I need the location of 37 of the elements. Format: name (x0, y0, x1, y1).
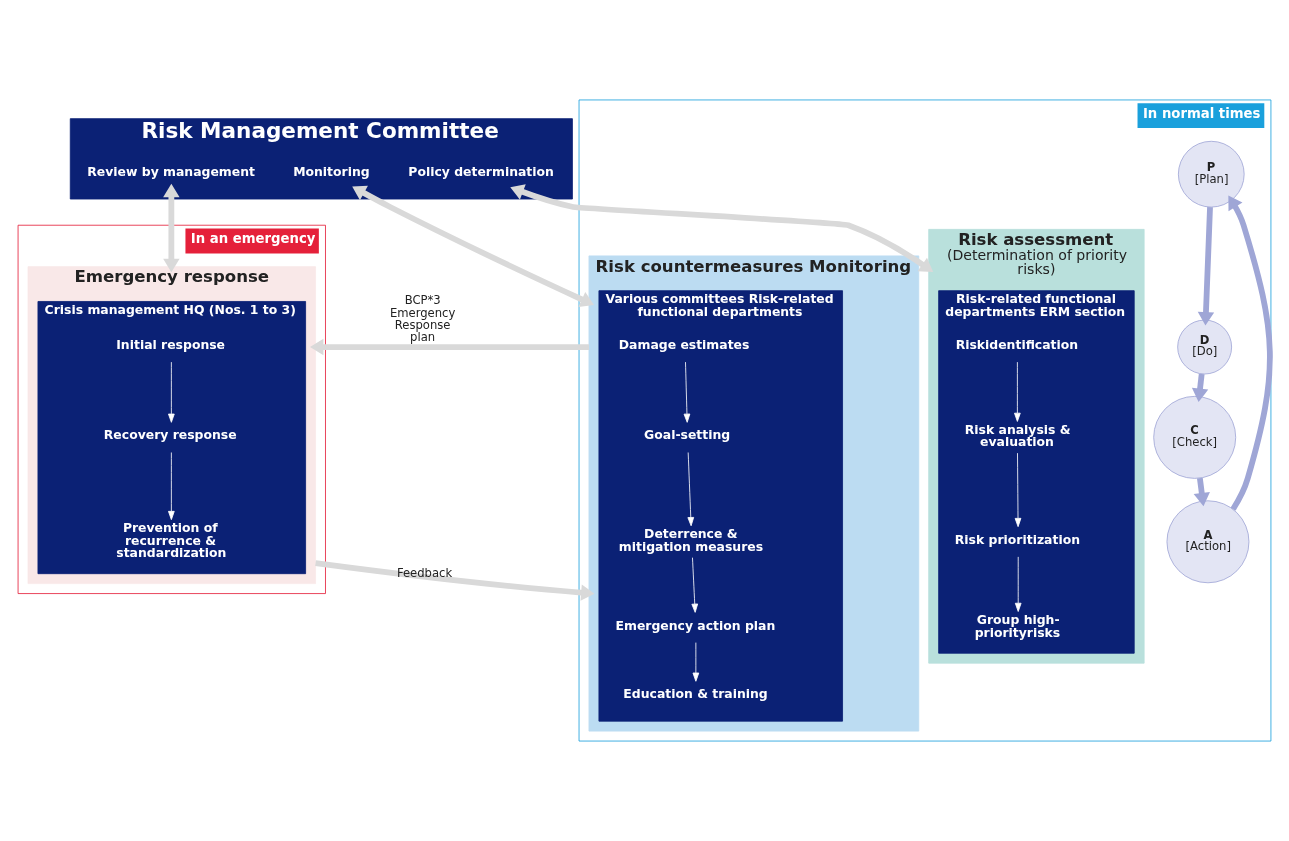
node-text: Risk prioritization (954, 531, 1081, 547)
node-text: Damage estimates (618, 337, 750, 353)
arrow (683, 361, 691, 423)
edge-label: BCP*3 Emergency Response plan (389, 293, 456, 345)
node-circle: P [Plan] (1177, 140, 1245, 208)
arrow (692, 642, 700, 682)
node-text: Group high-priorityrisks (974, 612, 1061, 640)
arrow (315, 560, 595, 601)
arrow (1014, 452, 1022, 528)
arrow (1197, 207, 1215, 326)
node-text: Monitoring (293, 164, 370, 180)
node-text: Riskidentification (955, 337, 1079, 353)
node-text: Review by management (87, 164, 255, 180)
arrow (310, 338, 589, 356)
node-circle: C [Check] (1153, 395, 1237, 479)
node-circle: A [Action] (1166, 500, 1250, 584)
node-text: Deterrence & mitigation measures (618, 526, 764, 554)
arrow (163, 183, 180, 273)
arrow (168, 361, 175, 423)
node-text: Policy determination (408, 164, 554, 180)
node-text: Risk analysis & evaluation (964, 422, 1071, 450)
arrow (168, 452, 175, 521)
node-text: Emergency action plan (615, 617, 776, 633)
node-text: Prevention of recurrence & standardization (116, 520, 227, 561)
arrow (352, 185, 595, 307)
node-text: Education & training (623, 686, 768, 702)
arrow (691, 557, 699, 613)
arrow (510, 184, 934, 273)
node-circle: D [Do] (1177, 319, 1233, 375)
node-text: Goal-setting (644, 427, 731, 443)
arrow (687, 452, 695, 527)
edge-label: Feedback (396, 565, 453, 580)
arrow (1014, 556, 1022, 612)
arrow (1228, 195, 1273, 511)
node-text: Recovery response (103, 427, 237, 443)
arrow (1014, 361, 1021, 422)
node-text: Initial response (116, 337, 226, 353)
